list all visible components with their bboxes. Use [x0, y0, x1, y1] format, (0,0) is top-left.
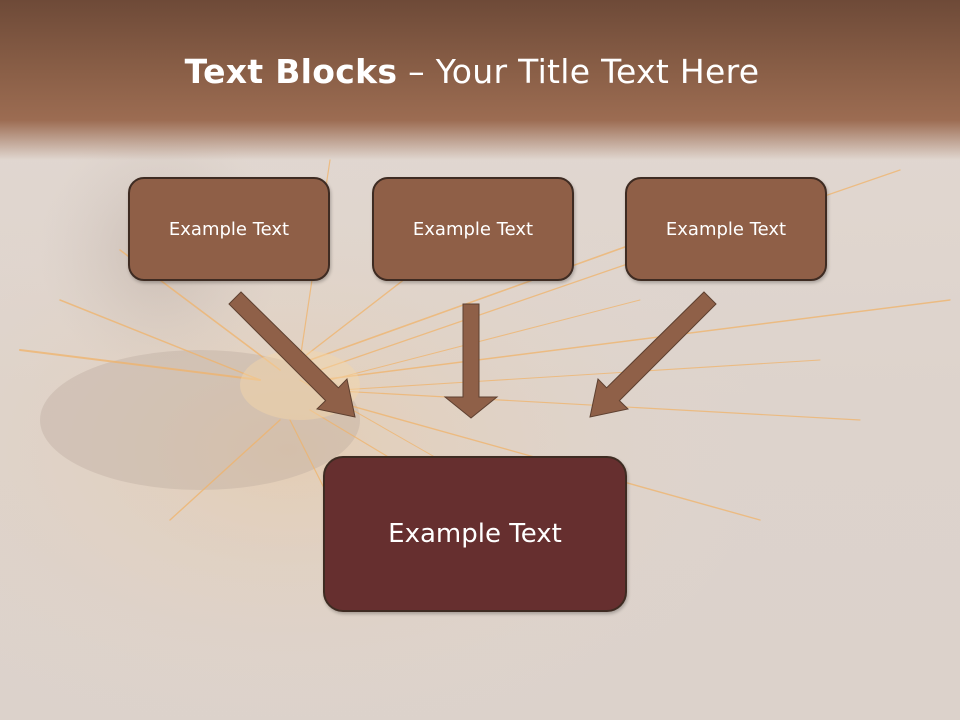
title-bold-part: Text Blocks: [184, 52, 398, 91]
top-box-right[interactable]: Example Text: [625, 177, 827, 281]
top-box-left[interactable]: Example Text: [128, 177, 330, 281]
bottom-box[interactable]: Example Text: [323, 456, 627, 612]
slide-title: Text Blocks – Your Title Text Here: [0, 52, 944, 91]
title-band: [0, 0, 960, 160]
top-box-center[interactable]: Example Text: [372, 177, 574, 281]
title-rest-part: – Your Title Text Here: [397, 52, 760, 91]
